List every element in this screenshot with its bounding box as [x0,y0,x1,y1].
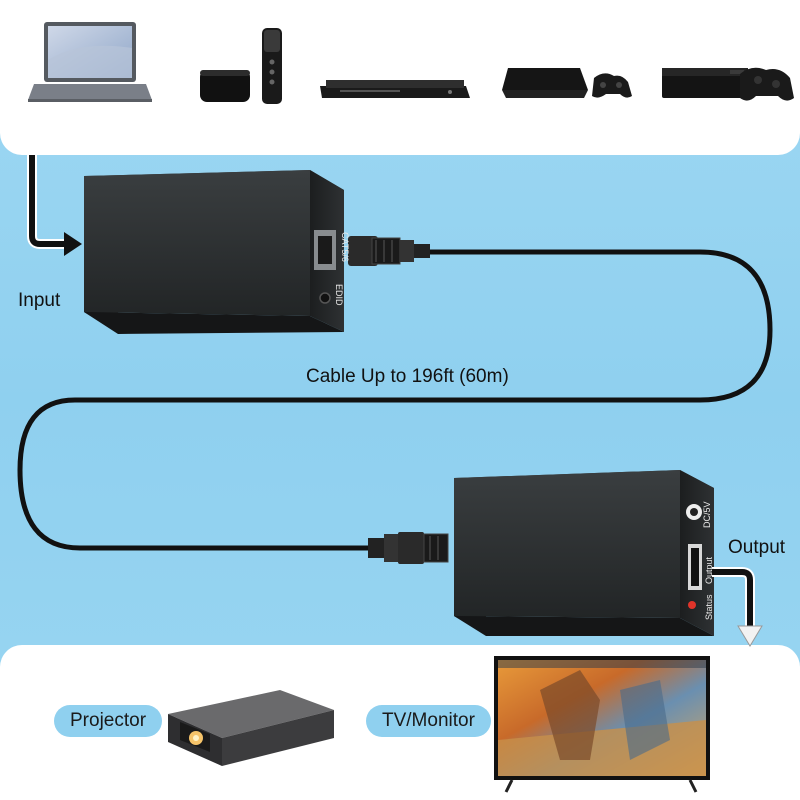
edid-port-label: EDID [334,284,344,306]
laptop-icon [28,22,152,102]
status-led [688,601,696,609]
dc-power-jack [686,504,702,520]
transmitter-unit [84,170,344,334]
xbox-icon [662,67,794,101]
apple-tv-icon [200,28,282,104]
edid-button [319,292,331,304]
tv-monitor-label: TV/Monitor [366,705,491,737]
rj45-plug-transmitter [348,236,430,266]
projector-icon [168,690,334,766]
power-port-label: DC/5V [702,501,712,528]
receiver-unit [454,470,714,636]
playstation-icon [502,68,632,98]
hdmi-output-port [688,544,702,590]
status-port-label: Status [704,594,714,620]
output-port-label: Output [704,556,714,584]
ethernet-cable [17,249,773,551]
rj45-port [314,230,336,270]
dvd-player-icon [320,80,470,98]
rj45-plug-receiver [368,532,449,564]
output-arrow [712,567,763,647]
projector-label: Projector [54,705,163,737]
input-arrow [27,155,82,256]
tv-icon [494,656,710,793]
cable-length-label: Cable Up to 196ft (60m) [306,366,509,387]
output-label: Output [728,537,786,558]
cat-port-label: CAT5/6 [340,232,350,262]
input-label: Input [18,290,61,311]
